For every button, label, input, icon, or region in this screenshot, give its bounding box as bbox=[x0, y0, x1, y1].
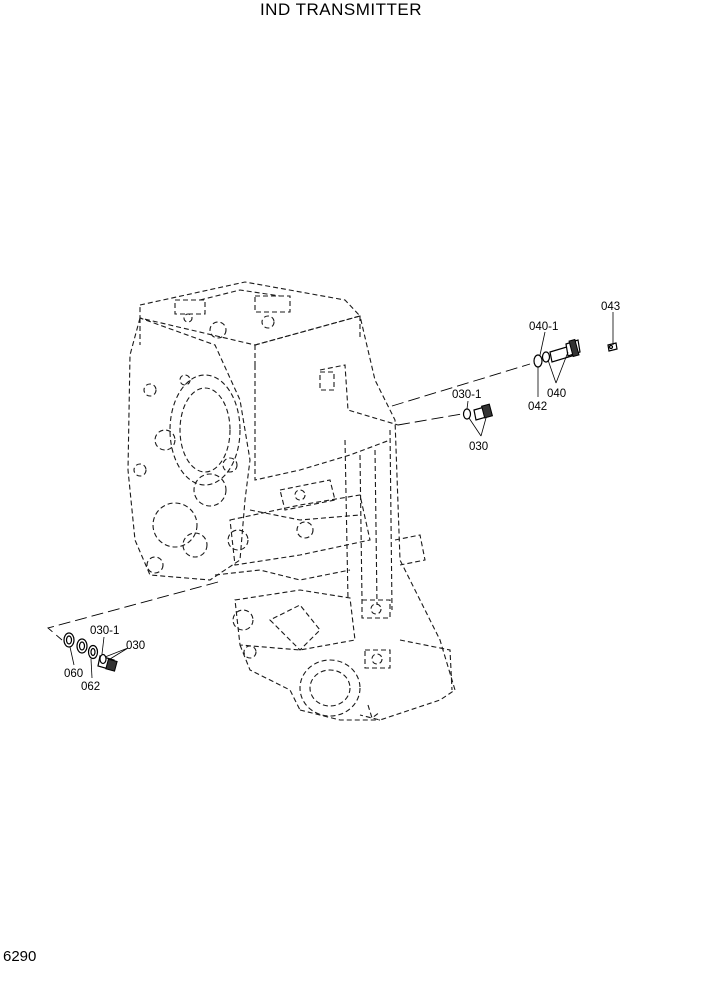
transmitter-sensor-040-assembly bbox=[533, 338, 618, 368]
callout-030-1-left: 030-1 bbox=[90, 625, 119, 637]
callout-leader-lines bbox=[69, 312, 614, 679]
callout-040-1: 040-1 bbox=[529, 321, 558, 333]
callout-043: 043 bbox=[601, 301, 620, 313]
page-number: 6290 bbox=[3, 948, 37, 965]
callout-042: 042 bbox=[528, 401, 547, 413]
callout-030-1-right: 030-1 bbox=[452, 389, 481, 401]
transmission-housing bbox=[127, 281, 456, 721]
callout-030-right: 030 bbox=[469, 441, 488, 453]
assembly-guide-lines bbox=[47, 363, 531, 641]
transmitter-sensor-030-left-assembly bbox=[63, 632, 118, 672]
callout-060: 060 bbox=[64, 668, 83, 680]
transmitter-sensor-030-right bbox=[462, 403, 494, 421]
callout-030-left: 030 bbox=[126, 640, 145, 652]
diagram-title: IND TRANSMITTER bbox=[259, 0, 423, 19]
callout-062: 062 bbox=[81, 681, 100, 693]
callout-040: 040 bbox=[547, 388, 566, 400]
